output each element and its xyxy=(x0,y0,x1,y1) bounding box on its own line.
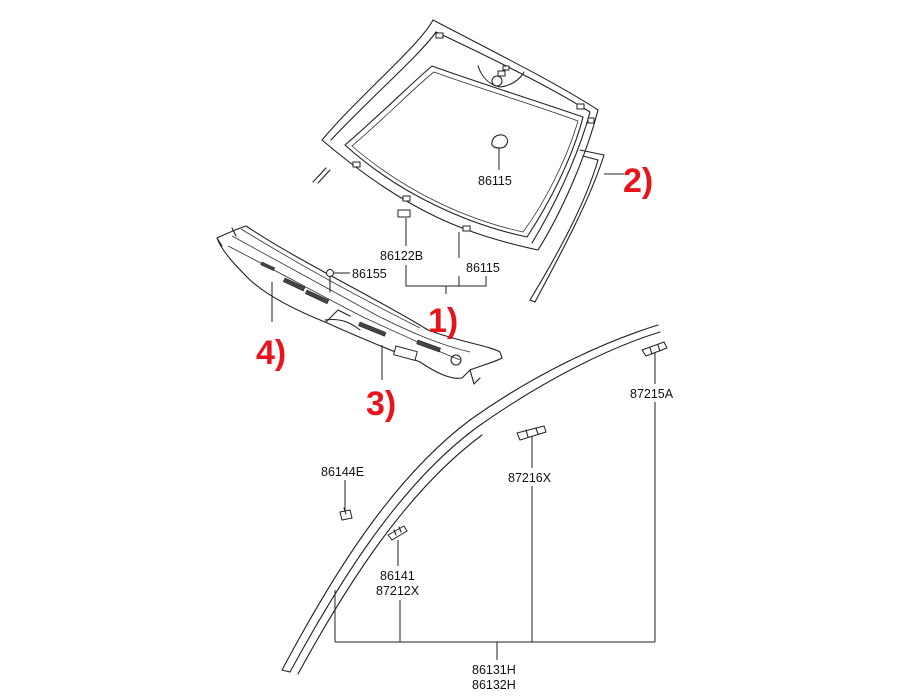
clip-screw xyxy=(326,269,334,293)
label-86115-side: 86115 xyxy=(466,261,500,275)
cowl-top-cover xyxy=(216,225,503,385)
label-86131h: 86131H xyxy=(472,663,516,677)
clip-86144e xyxy=(339,507,353,521)
callout-3: 3) xyxy=(366,385,396,423)
callout-4: 4) xyxy=(256,334,286,372)
part-number-labels: 86115 86122B 86115 86155 87215A 87216X 8… xyxy=(321,174,674,692)
leader-lines xyxy=(271,148,656,660)
windshield-glass xyxy=(312,19,599,251)
label-86132h: 86132H xyxy=(472,678,516,692)
label-87216x: 87216X xyxy=(508,471,552,485)
callout-1: 1) xyxy=(428,302,458,340)
callout-2: 2) xyxy=(623,162,653,200)
label-86115-center: 86115 xyxy=(478,174,512,188)
callouts: 1) 2) 3) 4) xyxy=(256,162,653,423)
clip-86141 xyxy=(387,525,408,541)
windshield-side-molding xyxy=(529,149,605,303)
molding-clip-87216x xyxy=(516,425,547,441)
label-86155: 86155 xyxy=(352,267,387,281)
label-86141: 86141 xyxy=(380,569,415,583)
label-86144e: 86144E xyxy=(321,465,364,479)
label-86122b: 86122B xyxy=(380,249,423,263)
molding-clip-87215a xyxy=(641,341,668,357)
roof-side-molding xyxy=(281,324,661,675)
label-87212x: 87212X xyxy=(376,584,420,598)
label-87215a: 87215A xyxy=(630,387,674,401)
